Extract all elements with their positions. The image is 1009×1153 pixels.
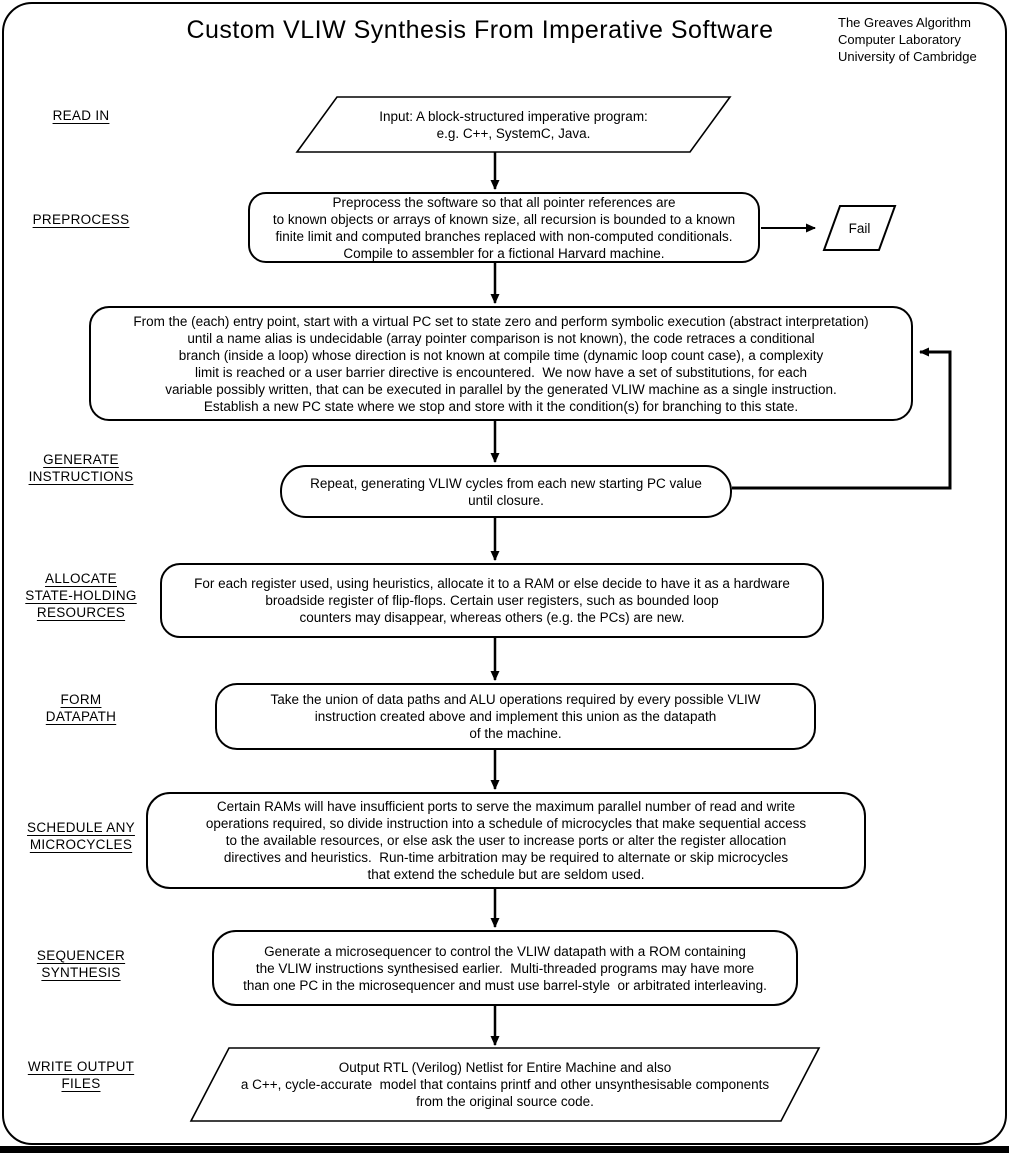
flow-node-fail-text: Fail bbox=[848, 220, 871, 236]
flow-node-sequencer: Generate a microsequencer to control the… bbox=[212, 930, 798, 1006]
page-title: Custom VLIW Synthesis From Imperative So… bbox=[186, 16, 774, 44]
stage-label-schedule-microcycles: SCHEDULE ANY MICROCYCLES bbox=[27, 820, 135, 852]
flow-node-output: Output RTL (Verilog) Netlist for Entire … bbox=[195, 1048, 815, 1121]
bottom-edge-bar bbox=[0, 1146, 1009, 1153]
flow-node-symbolic-execution: From the (each) entry point, start with … bbox=[89, 306, 913, 421]
stage-label-form-datapath: FORM DATAPATH bbox=[45, 692, 117, 724]
stage-label-sequencer-synthesis: SEQUENCER SYNTHESIS bbox=[36, 948, 126, 980]
stage-label-generate-instructions: GENERATE INSTRUCTIONS bbox=[28, 452, 134, 484]
flow-node-form-datapath: Take the union of data paths and ALU ope… bbox=[215, 683, 816, 750]
stage-label-write-output-files: WRITE OUTPUT FILES bbox=[27, 1059, 135, 1091]
flow-node-repeat: Repeat, generating VLIW cycles from each… bbox=[280, 465, 732, 518]
credit-block: The Greaves Algorithm Computer Laborator… bbox=[838, 15, 977, 64]
flow-node-fail: Fail bbox=[824, 206, 895, 250]
flow-node-input: Input: A block-structured imperative pro… bbox=[300, 97, 727, 152]
flow-node-allocate-text: For each register used, using heuristics… bbox=[194, 576, 790, 625]
flow-node-form-datapath-text: Take the union of data paths and ALU ope… bbox=[270, 692, 761, 741]
flow-node-output-text: Output RTL (Verilog) Netlist for Entire … bbox=[240, 1060, 770, 1109]
input-parallelogram bbox=[295, 96, 732, 153]
flow-node-preprocess: Preprocess the software so that all poin… bbox=[248, 192, 760, 263]
stage-label-allocate-resources: ALLOCATE STATE-HOLDING RESOURCES bbox=[25, 571, 137, 620]
output-parallelogram bbox=[189, 1047, 821, 1122]
feedback-loop-arrow bbox=[732, 347, 952, 490]
flow-node-schedule-text: Certain RAMs will have insufficient port… bbox=[205, 799, 807, 882]
fail-parallelogram bbox=[822, 205, 897, 251]
flow-node-input-text: Input: A block-structured imperative pro… bbox=[379, 108, 648, 141]
flow-node-sequencer-text: Generate a microsequencer to control the… bbox=[243, 943, 767, 993]
flow-node-preprocess-text: Preprocess the software so that all poin… bbox=[272, 194, 736, 261]
flow-node-schedule: Certain RAMs will have insufficient port… bbox=[146, 792, 866, 889]
flow-node-repeat-text: Repeat, generating VLIW cycles from each… bbox=[310, 475, 702, 508]
stage-label-read-in: READ IN bbox=[52, 108, 110, 123]
stage-label-preprocess: PREPROCESS bbox=[32, 212, 130, 227]
flow-node-symbolic-execution-text: From the (each) entry point, start with … bbox=[133, 313, 869, 414]
flow-node-allocate: For each register used, using heuristics… bbox=[160, 563, 824, 638]
